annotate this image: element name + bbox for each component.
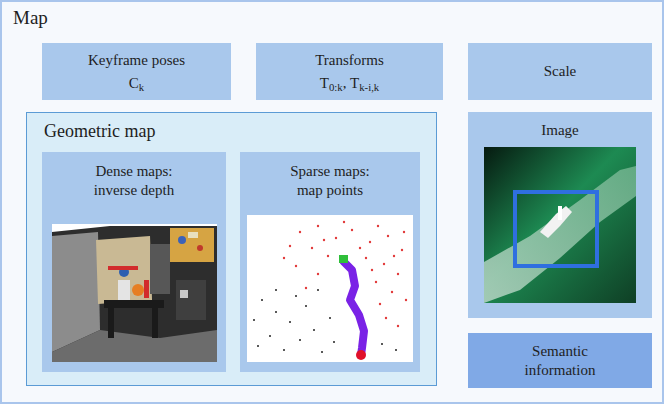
box-heading: Scale <box>544 62 576 81</box>
dense-depth-picture <box>52 224 217 362</box>
box-heading: Image <box>541 121 578 140</box>
box-heading: Semantic information <box>505 342 615 380</box>
box-heading: Sparse maps: map points <box>278 162 383 200</box>
box-heading: Geometric map <box>44 120 437 143</box>
box-heading: Dense maps: inverse depth <box>82 162 187 200</box>
keyframe-box: Keyframe posesCk <box>42 43 231 100</box>
sparse-points-picture <box>247 215 413 362</box>
box-heading: Transforms <box>315 51 384 70</box>
camera-image-picture <box>484 147 636 303</box>
box-formula: Ck <box>129 74 144 93</box>
scale-box: Scale <box>468 43 652 100</box>
box-heading: Keyframe poses <box>88 51 185 70</box>
transforms-box: TransformsT0:k, Tk-i,k <box>256 43 443 100</box>
box-heading: Map <box>13 6 664 30</box>
box-formula: T0:k, Tk-i,k <box>320 74 379 93</box>
semantic-box: Semantic information <box>468 333 652 388</box>
